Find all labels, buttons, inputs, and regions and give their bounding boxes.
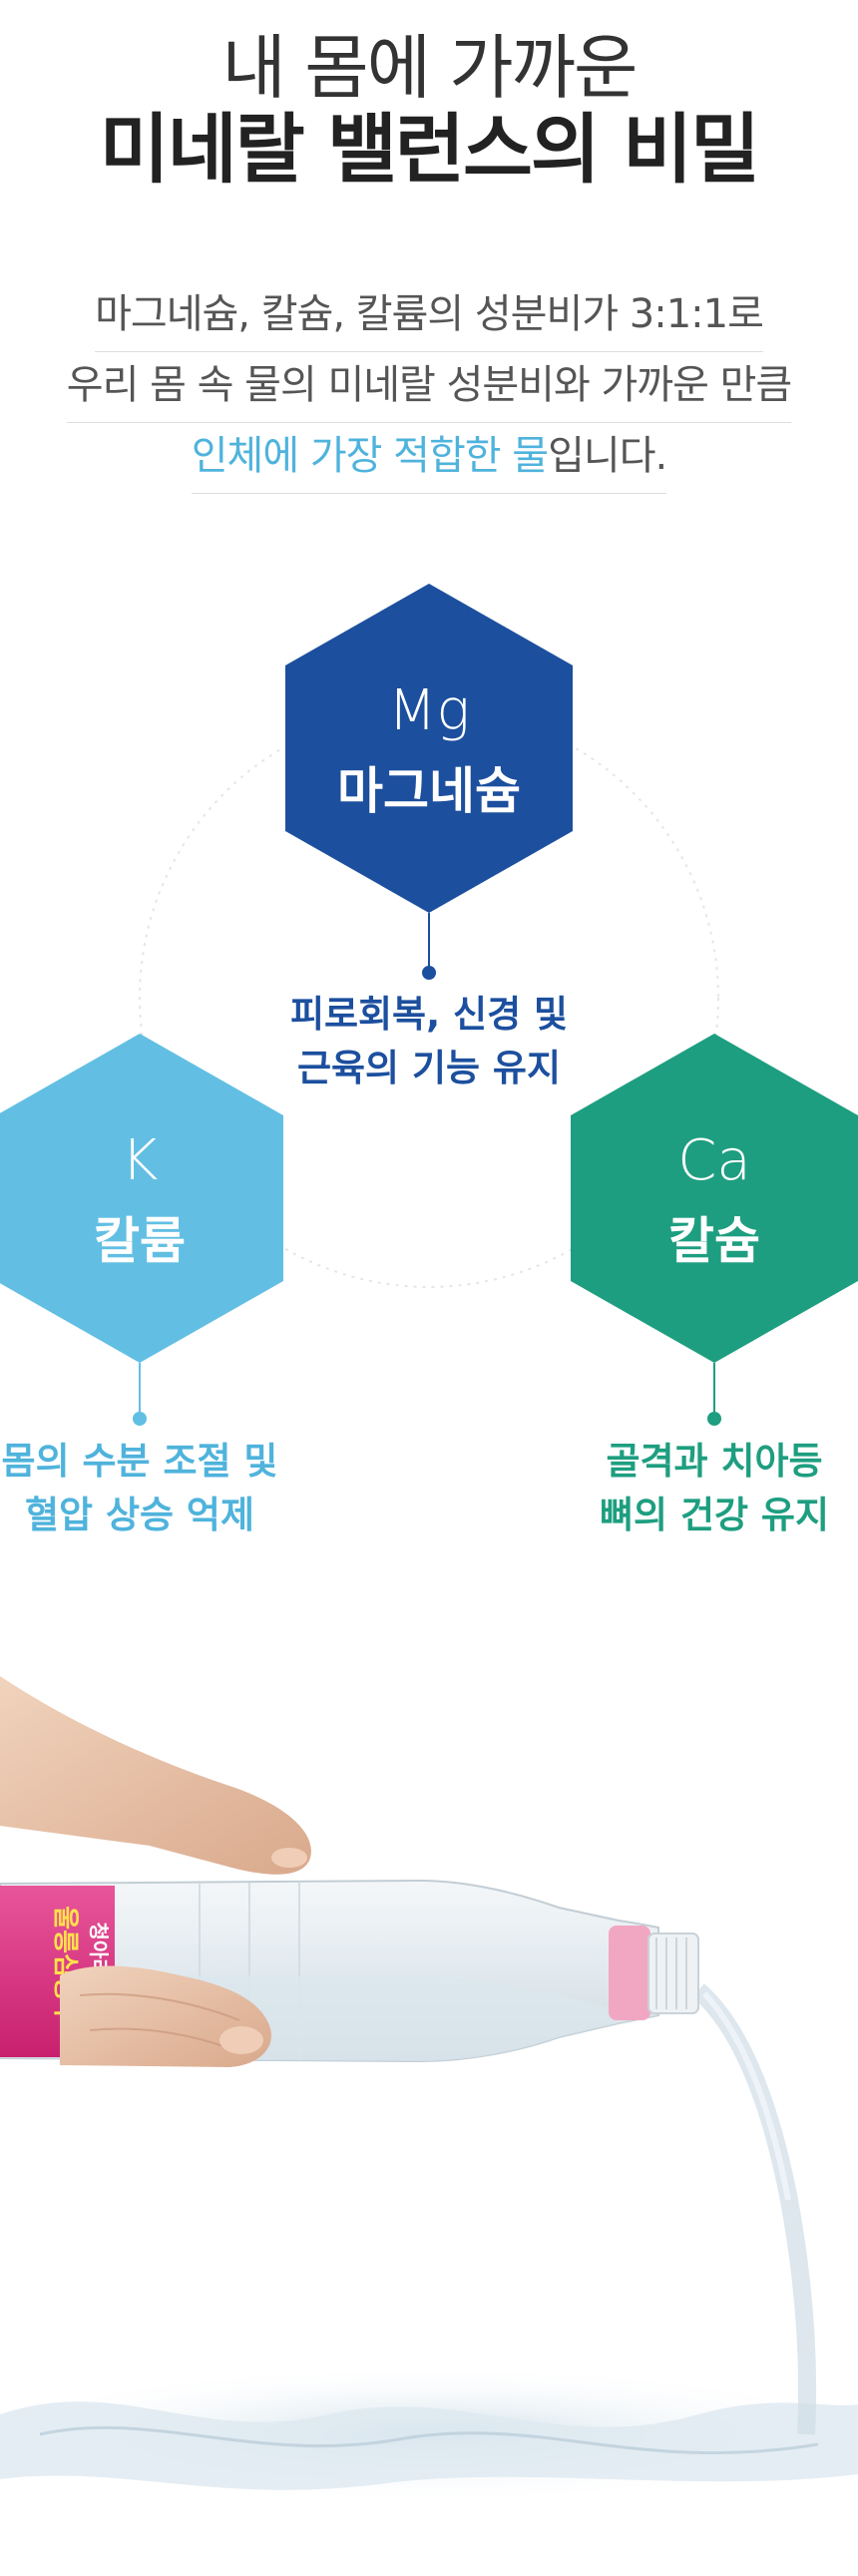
page-title-light: 내 몸에 가까운 [221,27,639,109]
caption-line: 뼈의 건강 유지 [599,1494,829,1536]
fingernail [219,2026,263,2054]
mineral-name: 마그네슘 [337,762,521,820]
thumbnail [271,1848,307,1868]
description-line-1: 마그네슘, 칼슘, 칼륨의 성분비가 3:1:1로 [95,281,764,352]
mineral-name: 칼륨 [94,1212,186,1270]
hexagon-shape [571,1034,858,1363]
hand-upper [0,1676,311,1875]
water-stream [691,1983,817,2435]
hexagon-magnesium: Mg 마그네슘 [285,584,573,913]
mineral-name: 칼슘 [668,1212,760,1270]
description-line-2: 우리 몸 속 물의 미네랄 성분비와 가까운 만큼 [66,352,792,423]
hexagon-shape [0,1034,283,1363]
finger-crease [79,1992,240,2021]
product-photo: 울릉심층수 청아라250 [0,1676,858,2504]
water-splash-line [39,2425,819,2455]
mineral-symbol: Ca [677,1128,751,1193]
mineral-symbol: K [121,1128,159,1193]
connector-line [428,913,430,973]
caption-calcium: 골격과 치아등 뼈의 건강 유지 [515,1435,858,1542]
caption-line: 골격과 치아등 [606,1440,823,1483]
water-stream-highlight [701,1990,791,2201]
hexagon-shape [285,584,573,913]
description: 마그네슘, 칼슘, 칼륨의 성분비가 3:1:1로 우리 몸 속 물의 미네랄 … [0,281,858,494]
hexagon-calcium: Ca 칼슘 [571,1034,858,1363]
caption-line: 피로회복, 신경 및 [289,993,569,1036]
caption-magnesium: 피로회복, 신경 및 근육의 기능 유지 [229,988,629,1095]
page-title-bold: 미네랄 밸런스의 비밀 [99,105,760,194]
dashed-circle [139,707,719,1288]
description-highlight: 인체에 가장 적합한 물 [191,433,549,479]
caption-line: 근육의 기능 유지 [296,1047,562,1089]
description-line-3-rest: 입니다. [548,433,667,479]
finger-crease [89,2027,235,2051]
connector-dot [133,1412,147,1426]
connector-line [713,1363,715,1418]
connector-dot [707,1412,721,1426]
mineral-symbol: Mg [388,678,470,743]
bottle-thread [655,1937,687,2009]
description-line-3: 인체에 가장 적합한 물입니다. [191,423,667,494]
connector-dot [422,966,436,980]
water-splash-wave [0,2401,858,2490]
bottle-ring [609,1926,650,2020]
hexagon-potassium: K 칼륨 [0,1034,283,1363]
caption-line: 몸의 수분 조절 및 [1,1440,278,1483]
hand-fingers [60,1965,271,2067]
caption-line: 혈압 상승 억제 [24,1494,254,1536]
connector-line [139,1363,141,1418]
caption-potassium: 몸의 수분 조절 및 혈압 상승 억제 [0,1435,339,1542]
